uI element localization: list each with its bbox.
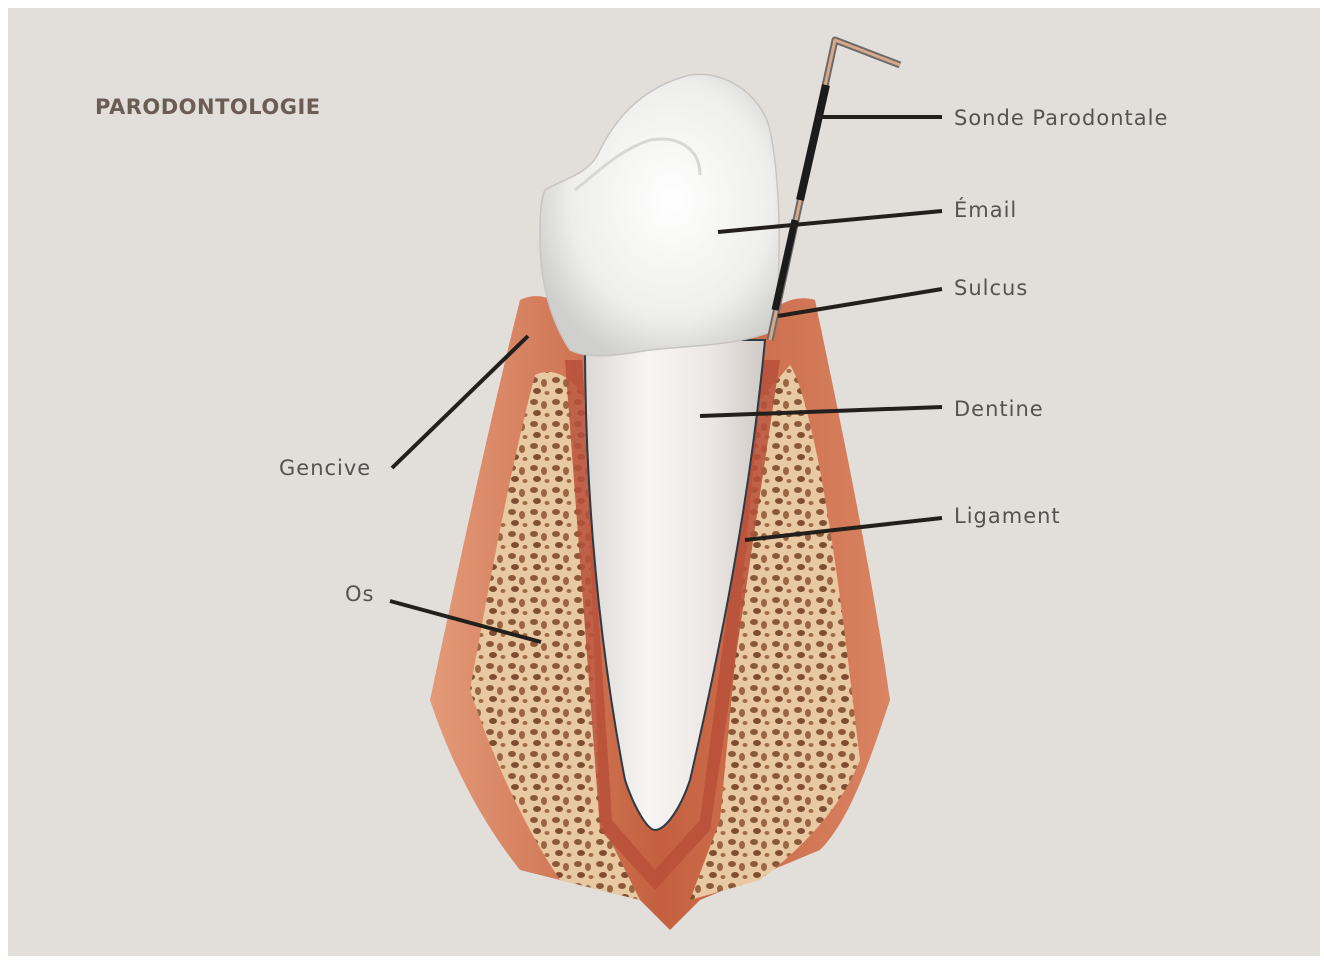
label-bone: Os xyxy=(345,582,374,606)
label-enamel: Émail xyxy=(954,198,1017,222)
tooth-crown xyxy=(540,74,779,356)
label-ligament: Ligament xyxy=(954,504,1061,528)
periodontal-probe xyxy=(770,40,900,340)
label-dentin: Dentine xyxy=(954,397,1044,421)
label-probe: Sonde Parodontale xyxy=(954,106,1168,130)
label-gum: Gencive xyxy=(279,456,371,480)
page-title: PARODONTOLOGIE xyxy=(95,95,321,119)
label-sulcus: Sulcus xyxy=(954,276,1028,300)
